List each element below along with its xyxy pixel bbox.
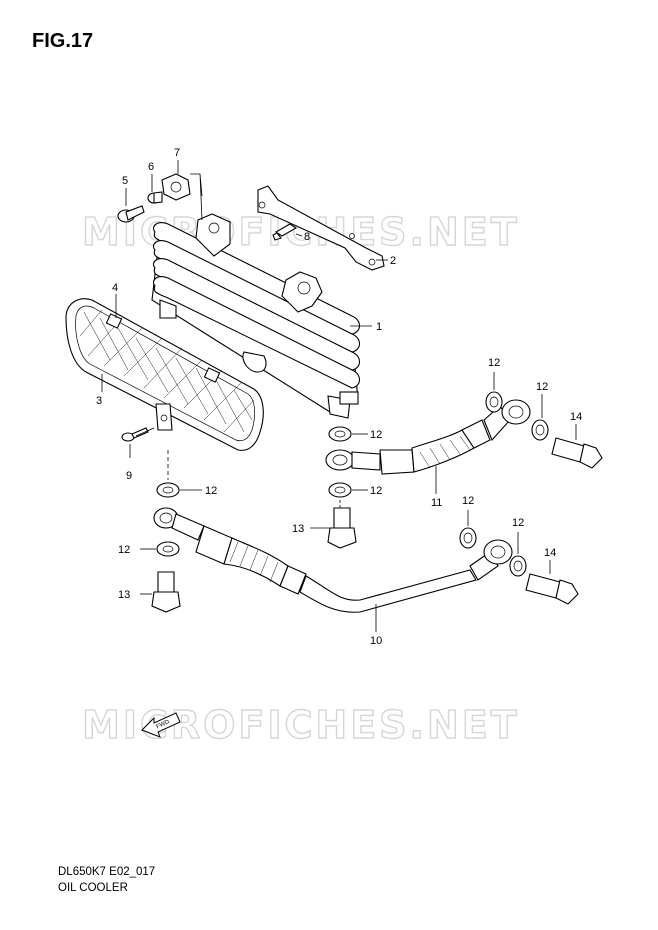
callout-2: 2 (390, 255, 396, 267)
model-code: DL650K7 E02_017 (58, 866, 156, 878)
callout-13-a: 13 (292, 523, 304, 535)
callout-6: 6 (148, 161, 154, 173)
callout-labels: 1 2 3 4 5 6 7 8 9 10 11 12 12 12 12 12 1… (96, 147, 582, 647)
union-bolt-13b-part (151, 571, 181, 613)
cushion-7-part (161, 173, 191, 201)
callout-7: 7 (174, 147, 180, 159)
leader-lines (101, 160, 577, 632)
fwd-arrow-icon: FWD (141, 712, 181, 738)
callout-12-d: 12 (118, 544, 130, 556)
callout-8: 8 (304, 231, 310, 243)
hose-11-part (325, 399, 531, 475)
callout-12-a: 12 (370, 429, 382, 441)
union-bolt-13a-part (327, 507, 357, 549)
callout-3: 3 (96, 395, 102, 407)
gaskets-12 (156, 391, 549, 577)
bolt-5-part (117, 205, 145, 223)
bolt-8-part (272, 223, 298, 241)
callout-14-a: 14 (570, 411, 582, 423)
union-bolt-14a-part (551, 437, 603, 469)
callout-12-g: 12 (462, 495, 474, 507)
spacer-6-part (147, 191, 163, 204)
oil-cooler-core-part (151, 213, 361, 419)
union-bolt-14b-part (525, 573, 579, 605)
callout-5: 5 (122, 175, 128, 187)
fwd-arrow-label: FWD (156, 719, 172, 730)
callout-13-b: 13 (118, 589, 130, 601)
callout-4: 4 (112, 282, 118, 294)
callout-12-e: 12 (488, 357, 500, 369)
callout-9: 9 (126, 470, 132, 482)
callout-12-c: 12 (205, 485, 217, 497)
hose-10-part (153, 507, 513, 613)
callout-11: 11 (431, 497, 442, 509)
section-name: OIL COOLER (58, 882, 128, 894)
bracket-part (257, 185, 385, 271)
callout-12-h: 12 (512, 517, 524, 529)
cooler-guard-part (65, 298, 264, 451)
figure-title: FIG.17 (32, 30, 94, 52)
callout-10: 10 (370, 635, 382, 647)
callout-12-b: 12 (370, 485, 382, 497)
screw-9-part (121, 427, 149, 442)
callout-12-f: 12 (536, 381, 548, 393)
callout-1: 1 (376, 321, 382, 333)
callout-14-b: 14 (544, 547, 556, 559)
